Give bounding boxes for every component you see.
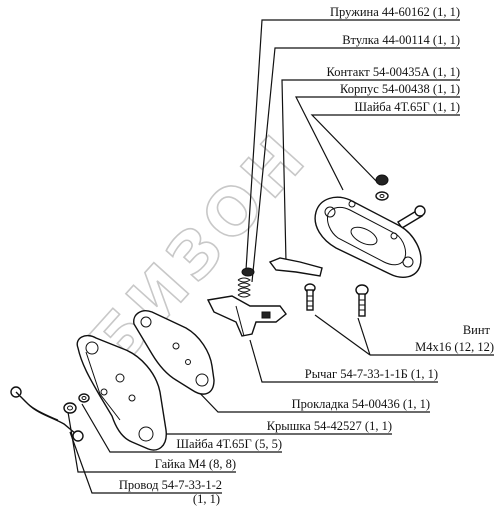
callout-wire-qty: (1, 1) bbox=[193, 492, 220, 506]
callout-gasket: Прокладка 54-00436 (1, 1) bbox=[292, 397, 430, 411]
callout-labels: Пружина 44-60162 (1, 1) Втулка 44-00114 … bbox=[119, 5, 494, 506]
callout-washer-top: Шайба 4Т.65Г (1, 1) bbox=[354, 100, 460, 114]
screw-part-2 bbox=[355, 284, 369, 317]
screw-part-3 bbox=[397, 205, 426, 229]
lever-part bbox=[206, 295, 287, 337]
callout-wire: Провод 54-7-33-1-2 bbox=[119, 478, 222, 492]
callout-screw-title: Винт bbox=[463, 323, 491, 337]
callout-cover: Крышка 54-42527 (1, 1) bbox=[267, 419, 392, 433]
bushing-part bbox=[241, 267, 255, 277]
leader-lines bbox=[67, 19, 494, 494]
callout-screw-spec: М4х16 (12, 12) bbox=[415, 340, 494, 354]
callout-contact: Контакт 54-00435А (1, 1) bbox=[327, 65, 460, 79]
callout-washer-bottom: Шайба 4Т.65Г (5, 5) bbox=[176, 437, 282, 451]
washer-top-part bbox=[375, 174, 389, 201]
callout-bushing: Втулка 44-00114 (1, 1) bbox=[342, 33, 460, 47]
washer-bottom-part bbox=[78, 393, 90, 403]
housing-part bbox=[314, 196, 422, 278]
gasket-part bbox=[133, 310, 215, 395]
nut-bottom-part bbox=[63, 402, 77, 414]
contact-part bbox=[268, 257, 323, 277]
callout-lever: Рычаг 54-7-33-1-1Б (1, 1) bbox=[305, 367, 438, 381]
screw-part-1 bbox=[304, 283, 316, 311]
callout-spring: Пружина 44-60162 (1, 1) bbox=[330, 5, 460, 19]
callout-nut: Гайка М4 (8, 8) bbox=[155, 457, 236, 471]
wire-part bbox=[10, 386, 84, 442]
spring-part bbox=[237, 277, 251, 298]
callout-housing: Корпус 54-00438 (1, 1) bbox=[340, 82, 460, 96]
cover-part bbox=[76, 334, 167, 451]
